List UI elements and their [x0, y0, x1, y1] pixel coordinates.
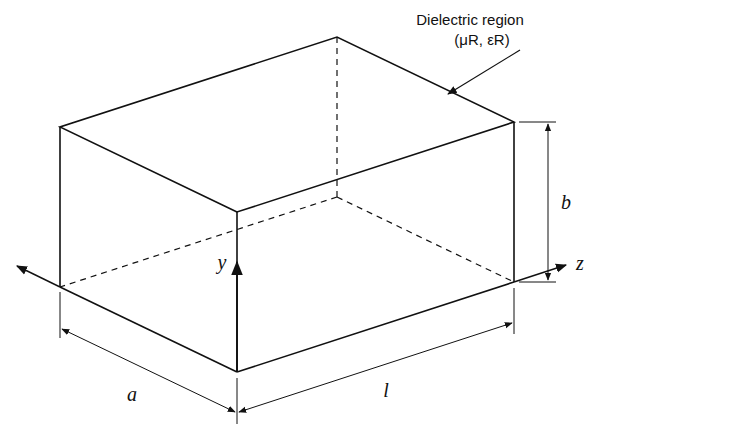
dimension-label: l [383, 379, 389, 401]
leader-arrow [448, 50, 520, 94]
axis-label: y [218, 251, 227, 273]
dimension-lines [60, 122, 556, 424]
axis-label: z [576, 252, 584, 274]
region-label: Dielectric region [416, 12, 524, 29]
dimension-label: b [561, 191, 571, 213]
hidden-edges [60, 37, 514, 287]
dimension-label: a [127, 383, 137, 405]
material-label: (μR, εR) [454, 32, 509, 49]
box-outline [60, 37, 514, 372]
coordinate-axes [17, 262, 566, 372]
